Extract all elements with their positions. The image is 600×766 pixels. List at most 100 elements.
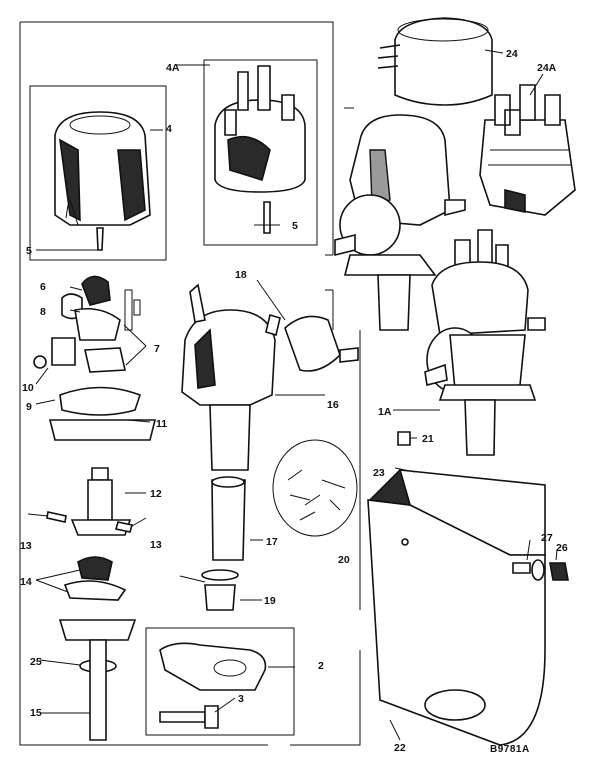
vacuum-unit-16 [284, 315, 341, 372]
small-parts-20 [272, 439, 358, 537]
leader-lines [27, 49, 558, 741]
action-plate [58, 619, 137, 641]
clamp-2-box [145, 627, 295, 736]
clamp-plate-upper [343, 254, 437, 276]
label-3: 3 [238, 693, 244, 705]
label-12: 12 [150, 488, 162, 500]
cap-4-shading-2 [117, 149, 146, 222]
screw-27 [512, 562, 531, 574]
terminal-upper [444, 199, 466, 217]
label-24a: 24A [537, 62, 557, 74]
housing-shade [194, 328, 216, 389]
cam-top [91, 467, 109, 481]
label-4: 4 [166, 123, 172, 135]
label-9: 9 [26, 401, 32, 413]
parts-20 [287, 469, 346, 521]
rotor-arm-6 [81, 275, 111, 306]
washer-19 [201, 569, 239, 581]
shank-upper [377, 274, 411, 331]
shield-group [367, 431, 569, 746]
baseplate-11 [48, 419, 157, 441]
label-14: 14 [20, 576, 32, 588]
weight-14b [63, 580, 127, 601]
screws-7 [124, 289, 141, 331]
diagram-reference: B9781A [490, 744, 530, 755]
moving-plate-parts [84, 347, 126, 373]
shaft-parts [46, 467, 137, 741]
terminal-18b [265, 313, 281, 337]
cap-4a-tower-2 [257, 65, 271, 111]
cap-1a-body [431, 261, 529, 336]
upper-body-shade [369, 149, 391, 206]
label-5b: 5 [292, 220, 298, 232]
part-labels: 4A 4 5 5 6 8 7 10 9 11 12 13 13 14 25 15… [20, 48, 568, 755]
cap-4-slot [65, 199, 79, 226]
cap-4-box [29, 85, 167, 261]
cap-24a-group [479, 84, 576, 216]
contact-breaker-spring [74, 307, 121, 341]
baseplate-9 [59, 386, 142, 416]
cap-4-shading [58, 138, 81, 222]
shield-lip [368, 468, 412, 506]
nut-26 [549, 562, 569, 581]
shield-hole [424, 689, 486, 721]
label-25: 25 [30, 656, 42, 668]
cam-12 [87, 479, 113, 521]
vacuum-nipple-upper [334, 233, 356, 257]
body-1a [449, 334, 526, 391]
cap-4a-shading [227, 135, 271, 182]
label-4a: 4A [166, 62, 180, 74]
label-2: 2 [318, 660, 324, 672]
cap-4a-tower-1 [237, 71, 249, 111]
label-24: 24 [506, 48, 518, 60]
washer-10 [33, 355, 47, 369]
parts-bag-20 [272, 439, 358, 537]
label-16: 16 [327, 399, 339, 411]
label-23: 23 [373, 467, 385, 479]
cam-foot-12 [70, 519, 132, 536]
capacitor-10 [51, 337, 76, 366]
screw-13b [114, 521, 134, 533]
terminal-1a [527, 317, 546, 331]
sleeve-17 [211, 479, 246, 561]
distributor-assembly-upper [334, 114, 466, 331]
shield-rivet [401, 538, 409, 546]
shaft-15 [89, 639, 107, 741]
terminal-18a [189, 283, 206, 323]
clamp-hole [213, 659, 247, 677]
cover-24-group [377, 17, 493, 106]
label-15: 15 [30, 707, 42, 719]
carbon-brush-5a [96, 227, 104, 251]
carbon-brush-5b [263, 201, 271, 234]
label-27: 27 [541, 532, 553, 544]
label-18: 18 [235, 269, 247, 281]
label-20: 20 [338, 554, 350, 566]
vacuum-nipple-1a [424, 363, 448, 386]
label-13b: 13 [150, 539, 162, 551]
sleeve-17-top [211, 476, 245, 488]
vacuum-nipple-16 [339, 347, 359, 363]
cap-4a-tower-3 [281, 94, 295, 121]
washer-27 [531, 559, 545, 581]
cap-24a-ribs [488, 149, 572, 166]
label-6: 6 [40, 281, 46, 293]
shank-main [209, 404, 251, 471]
driving-dog-19 [204, 584, 236, 611]
label-21: 21 [422, 433, 434, 445]
label-1a: 1A [378, 406, 392, 418]
label-8: 8 [40, 306, 46, 318]
bolt-3 [159, 711, 206, 723]
main-housing [179, 283, 359, 611]
bolt-3-head [204, 705, 219, 729]
clamp-plate-2 [159, 642, 267, 691]
cap-24a-window [504, 188, 526, 213]
distributor-assembly-1a [424, 229, 546, 456]
label-26: 26 [556, 542, 568, 554]
label-11: 11 [156, 418, 167, 430]
weight-14a [77, 556, 113, 581]
label-22: 22 [394, 742, 406, 754]
shield-22 [367, 499, 546, 746]
cap-4a-tower-4 [224, 109, 237, 136]
cap-4a-group [203, 59, 318, 246]
